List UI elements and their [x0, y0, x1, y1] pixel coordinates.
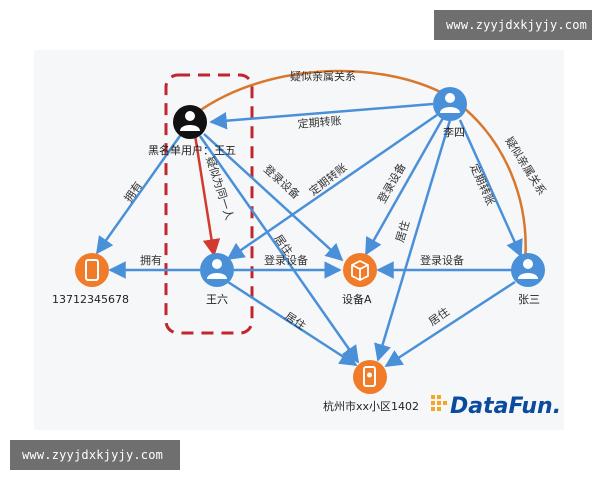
label-lisi-zhangsan-relatives: 疑似亲属关系	[502, 134, 549, 197]
node-lisi[interactable]: 李四	[433, 87, 467, 139]
lisi-circle	[433, 87, 467, 121]
edge-wangliu-address-reside	[227, 280, 358, 367]
node-wangliu[interactable]: 王六	[200, 253, 234, 306]
lisi-label: 李四	[443, 125, 465, 139]
watermark-top[interactable]: www.zyyjdxkjyjy.com	[434, 10, 592, 40]
label-wangliu-address-reside: 居住	[282, 309, 308, 333]
edge-lisi-address-reside	[374, 119, 452, 362]
edge-lisi-zhangsan-transfer	[458, 119, 523, 258]
user-icon	[180, 111, 200, 131]
wangliu-circle	[200, 253, 234, 287]
logo-dots-icon	[431, 395, 447, 411]
wangwu-circle	[173, 105, 207, 139]
phone-circle	[75, 253, 109, 287]
watermark-bottom[interactable]: www.zyyjdxkjyjy.com	[10, 440, 180, 470]
wangliu-label: 王六	[206, 293, 228, 306]
datafun-logo: DataFun.	[431, 394, 561, 419]
edge-wangwu-wangliu-same-person	[193, 134, 221, 257]
label-wangliu-device-login: 登录设备	[264, 253, 308, 267]
label-zhangsan-device-login: 登录设备	[420, 253, 464, 267]
user-icon	[207, 259, 227, 279]
label-lisi-zhangsan-transfer: 定期转账	[467, 162, 498, 208]
zhangsan-label: 张三	[518, 293, 540, 306]
diagram-panel	[34, 50, 564, 430]
edge-lisi-zhangsan-relatives	[457, 102, 527, 263]
logo-text: DataFun.	[450, 394, 561, 419]
same-person-highlight-box	[164, 73, 254, 335]
label-lisi-device-login: 登录设备	[374, 160, 408, 205]
node-device[interactable]: 设备A	[342, 253, 377, 306]
phone-label: 13712345678	[52, 293, 129, 306]
node-wangwu[interactable]: 黑名单用户：王五	[148, 105, 236, 157]
edge-wangwu-address-reside	[198, 135, 360, 364]
label-lisi-wangwu-transfer: 定期转账	[297, 113, 342, 131]
edge-lisi-wangliu-transfer	[226, 113, 438, 261]
edge-wangwu-phone-own	[95, 132, 184, 255]
edge-wangwu-device-login	[203, 133, 344, 262]
node-address[interactable]: 杭州市xx小区1402	[323, 360, 419, 413]
node-phone[interactable]: 13712345678	[52, 253, 129, 306]
address-phone-icon	[363, 366, 376, 387]
user-icon	[518, 259, 538, 279]
node-zhangsan[interactable]: 张三	[511, 253, 545, 306]
device-box-icon	[351, 259, 369, 282]
edge-lisi-device-login	[364, 117, 445, 256]
label-wangliu-phone-own: 拥有	[140, 253, 162, 267]
user-icon	[440, 93, 460, 113]
device-label: 设备A	[342, 292, 372, 306]
label-wangwu-device-login: 登录设备	[261, 162, 303, 202]
edge-lisi-wangwu-transfer	[209, 102, 434, 130]
zhangsan-circle	[511, 253, 545, 287]
wangwu-label: 黑名单用户：王五	[148, 143, 236, 157]
address-label: 杭州市xx小区1402	[323, 399, 419, 413]
phone-icon	[85, 259, 99, 281]
edge-wangwu-lisi-relatives	[189, 69, 449, 119]
label-wangwu-phone-own: 拥有	[121, 179, 145, 205]
edge-zhangsan-address-reside	[384, 280, 516, 368]
label-wangwu-lisi-relatives: 疑似亲属关系	[290, 69, 356, 83]
label-lisi-address-reside: 居住	[392, 219, 412, 244]
